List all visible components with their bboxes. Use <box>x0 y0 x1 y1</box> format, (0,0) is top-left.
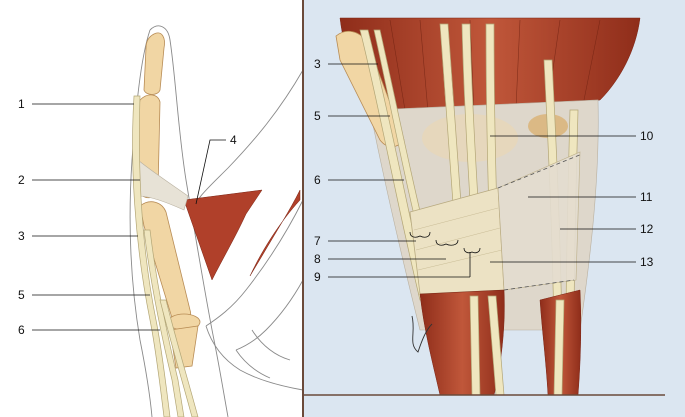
right-panel-wrist-illustration <box>303 17 665 396</box>
label-right-5: 5 <box>314 109 321 123</box>
figure-labels: 1 2 3 4 5 6 3 5 6 7 8 9 10 11 12 13 <box>18 57 654 337</box>
extensor-pollicis-longus-tendon <box>132 95 171 417</box>
left-panel-thumb-illustration <box>0 0 304 417</box>
label-2: 2 <box>18 173 25 187</box>
metacarpal-tendons <box>469 295 565 396</box>
label-right-7: 7 <box>314 234 321 248</box>
label-right-10: 10 <box>640 129 654 143</box>
artist-signature-mark <box>411 315 433 353</box>
middle-finger-outline <box>205 199 304 327</box>
thumb-skin-outline <box>149 25 229 417</box>
label-4: 4 <box>230 133 237 147</box>
thumb-palmar-outline <box>129 29 153 417</box>
label-5: 5 <box>18 288 25 302</box>
knuckle-outline <box>235 329 291 379</box>
retinaculum-dashed-edge-bottom <box>503 279 575 291</box>
label-6: 6 <box>18 323 25 337</box>
label-right-9: 9 <box>314 270 321 284</box>
label-right-6: 6 <box>314 173 321 187</box>
label-right-13: 13 <box>640 255 654 269</box>
ring-finger-outline <box>235 279 304 351</box>
leader-lines <box>32 63 636 331</box>
dorsal-aponeurosis <box>137 159 189 211</box>
palm-outline <box>205 325 304 391</box>
distal-phalanx-bone <box>143 32 165 95</box>
first-dorsal-interosseous-muscle <box>249 189 301 277</box>
extensor-pollicis-brevis-tendon <box>143 229 185 417</box>
index-finger-outline <box>189 69 304 215</box>
label-right-3: 3 <box>314 57 321 71</box>
retinaculum-dashed-edge-top <box>497 153 583 189</box>
label-right-11: 11 <box>640 190 653 204</box>
label-right-12: 12 <box>640 222 654 236</box>
abductor-pollicis-longus-tendon <box>159 299 199 417</box>
retinaculum-fibers <box>413 207 503 271</box>
extensor-retinaculum-ulnar <box>497 151 581 291</box>
label-right-8: 8 <box>314 252 321 266</box>
adductor-pollicis-muscle <box>183 189 263 281</box>
label-3: 3 <box>18 229 25 243</box>
label-1: 1 <box>18 97 25 111</box>
